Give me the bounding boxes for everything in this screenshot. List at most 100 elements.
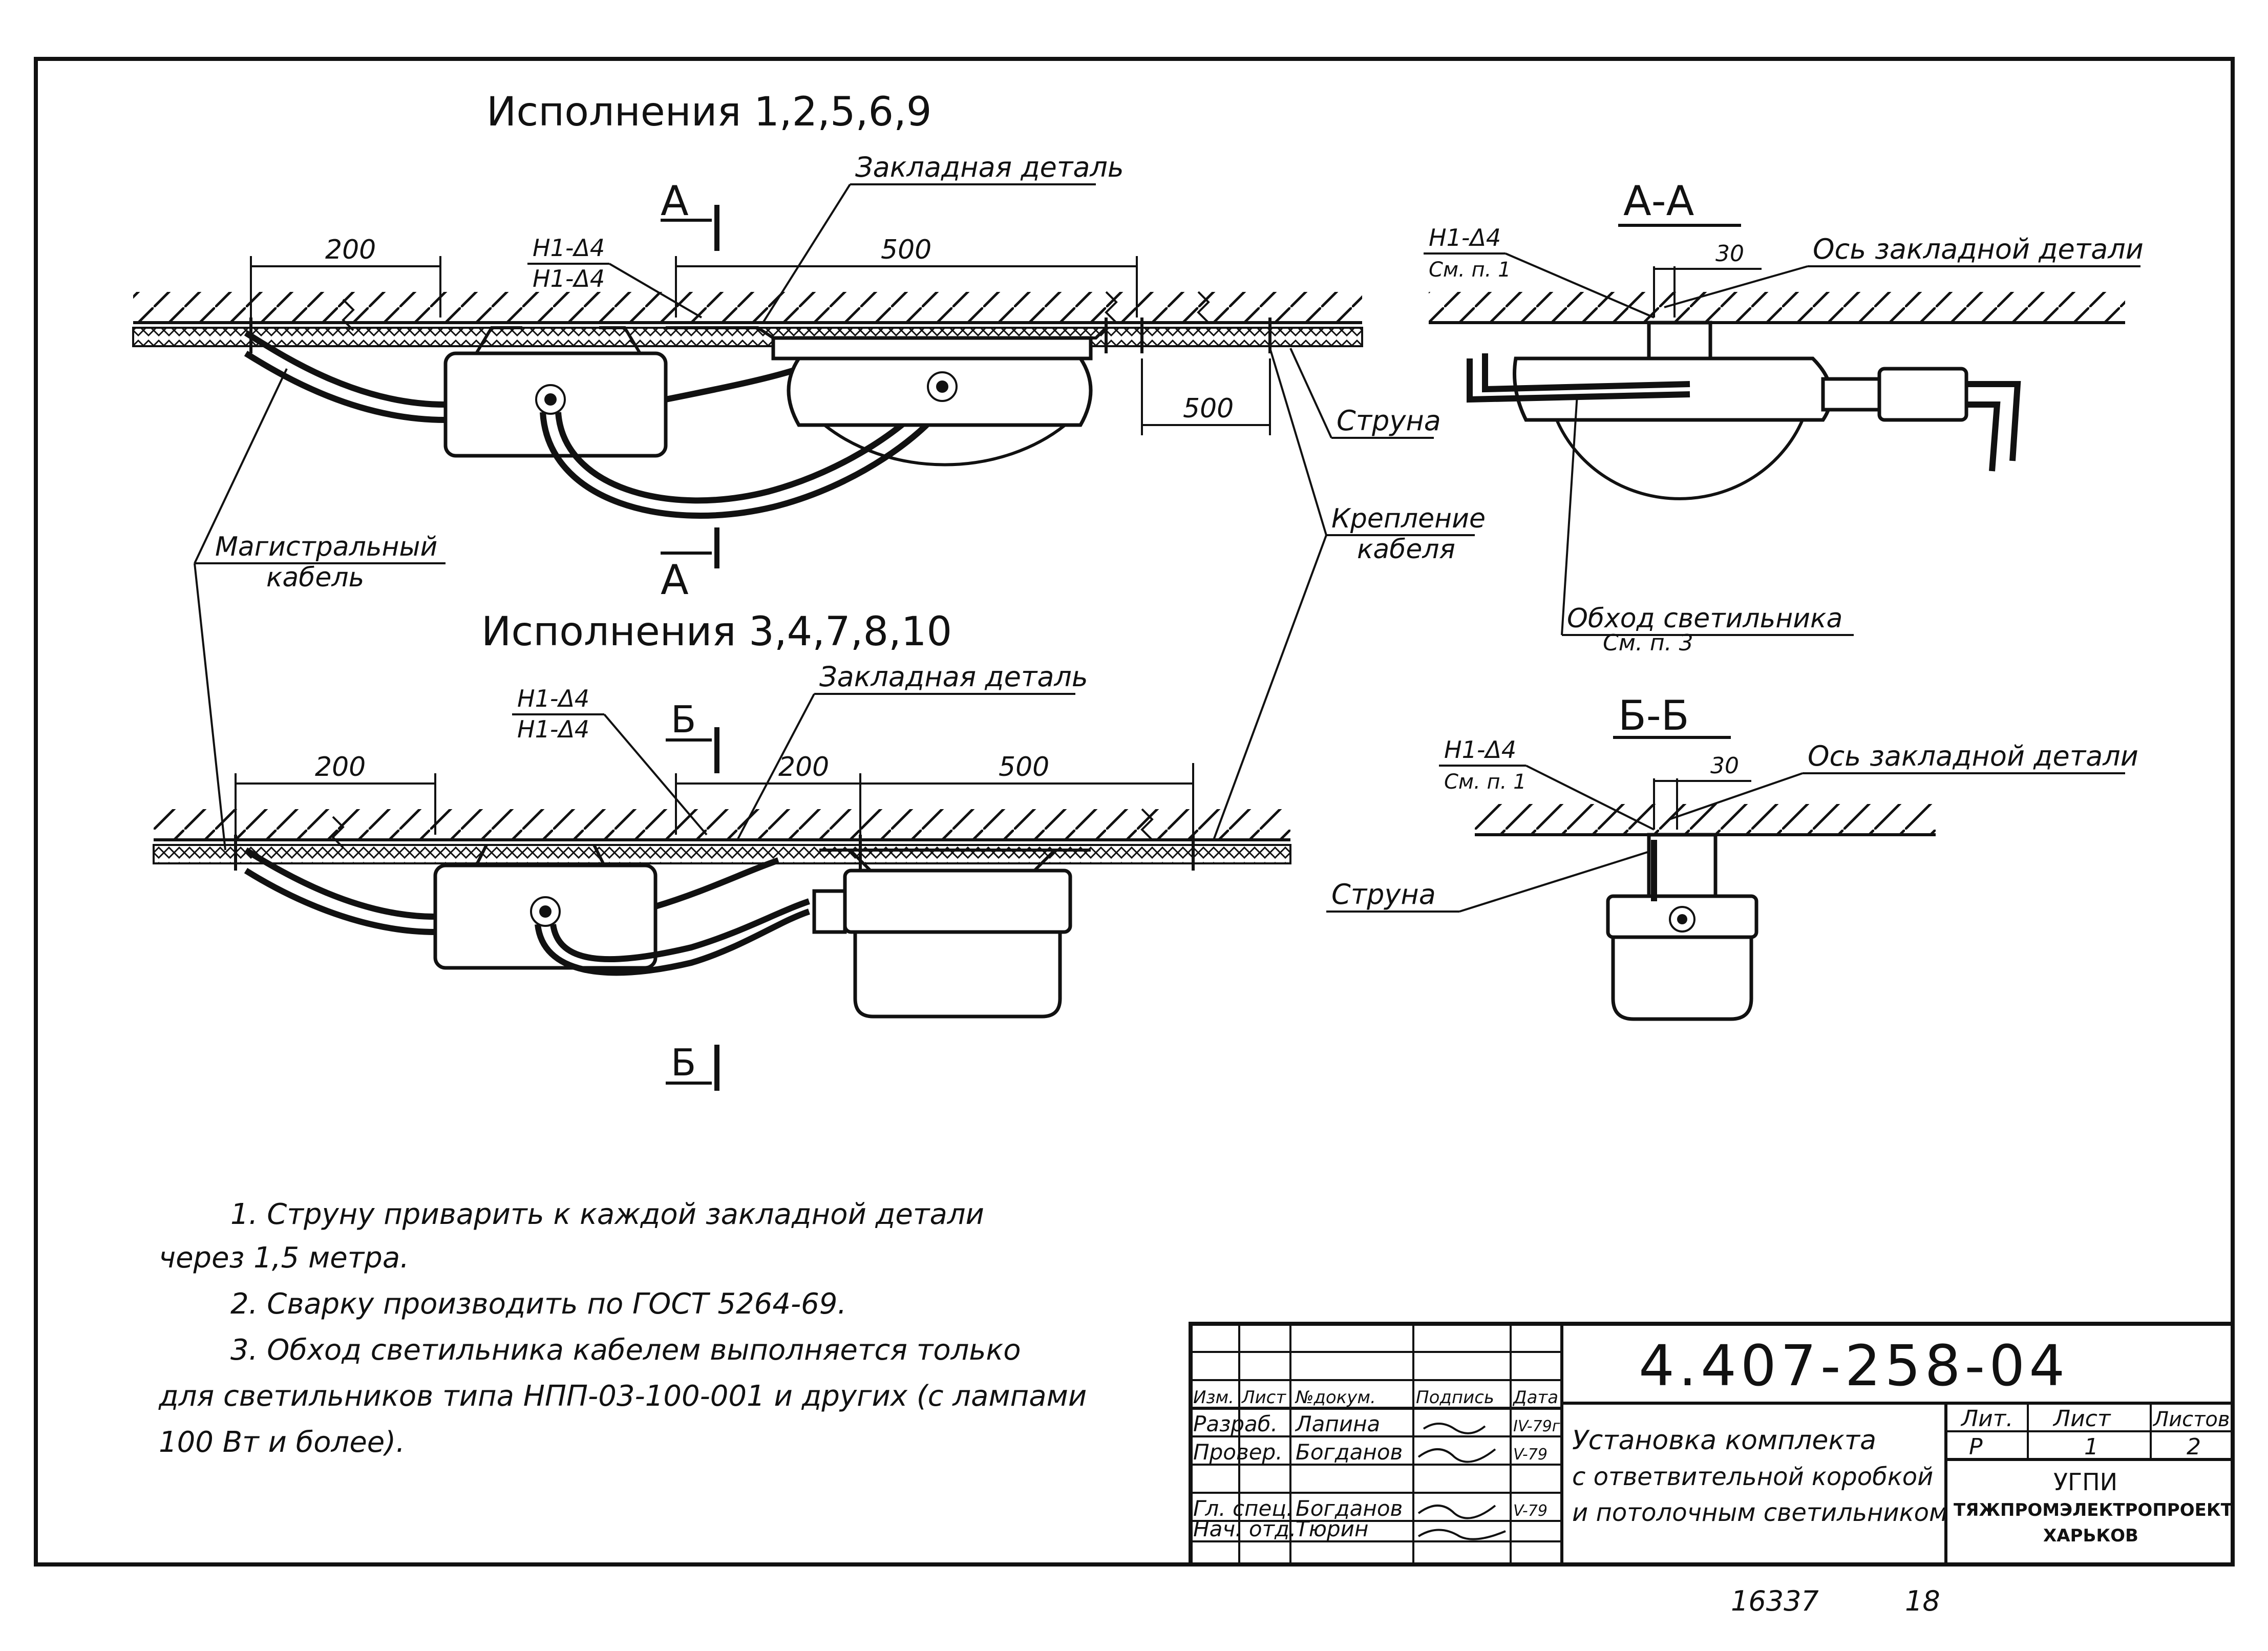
svg-text:ХАРЬКОВ: ХАРЬКОВ: [2043, 1526, 2138, 1546]
footer-page: 18: [1905, 1585, 1940, 1617]
svg-text:Закладная деталь: Закладная деталь: [855, 151, 1124, 183]
svg-text:Б: Б: [671, 698, 696, 741]
top-section-a-marker: А А: [661, 177, 719, 604]
svg-text:ТЯЖПРОМЭЛЕКТРОПРОЕКТ: ТЯЖПРОМЭЛЕКТРОПРОЕКТ: [1954, 1500, 2233, 1520]
svg-text:Крепление: Крепление: [1331, 503, 1486, 534]
section-aa-luminaire: [1467, 321, 2021, 500]
bottom-weld-mark: Н1-Δ4 Н1-Δ4: [512, 685, 708, 836]
svg-text:Лист: Лист: [2052, 1406, 2111, 1432]
svg-text:и потолочным светильником: и потолочным светильником: [1572, 1498, 1947, 1527]
top-ceiling: [133, 292, 1362, 324]
svg-text:Лапина: Лапина: [1295, 1411, 1380, 1436]
svg-text:Б: Б: [671, 1041, 696, 1084]
svg-text:1: 1: [2084, 1434, 2099, 1460]
section-bb-luminaire: [1606, 833, 1758, 1021]
svg-text:Тюрин: Тюрин: [1296, 1516, 1368, 1541]
top-view-title: Исполнения 1,2,5,6,9: [486, 89, 932, 135]
svg-text:А: А: [661, 556, 689, 604]
top-box-gland-icon: [535, 384, 566, 415]
svg-text:Струна: Струна: [1331, 878, 1436, 911]
svg-text:Ось закладной детали: Ось закладной детали: [1813, 233, 2144, 265]
section-bb-weld-mark: Н1-Δ4 См. п. 1: [1439, 736, 1655, 831]
note-line: 100 Вт и более).: [159, 1426, 405, 1459]
svg-text:кабеля: кабеля: [1357, 534, 1455, 565]
bottom-embedded-part-label: Закладная деталь: [736, 661, 1088, 840]
bottom-cable-clamps: [234, 835, 1195, 871]
section-aa-dim-30: 30: [1653, 241, 1762, 318]
section-bb-title: Б-Б: [1618, 692, 1689, 739]
svg-text:Н1-Δ4: Н1-Δ4: [1429, 224, 1501, 251]
bottom-section-b-marker: Б Б: [666, 698, 719, 1091]
section-bb-dim-30: 30: [1653, 753, 1751, 830]
svg-text:См. п. 1: См. п. 1: [1444, 770, 1527, 794]
svg-text:200: 200: [325, 235, 376, 265]
svg-text:А: А: [661, 177, 689, 225]
cable-mount-label: Крепление кабеля: [1213, 348, 1486, 840]
svg-text:Листов: Листов: [2152, 1408, 2230, 1431]
svg-text:500: 500: [1183, 393, 1234, 424]
svg-text:Струна: Струна: [1337, 405, 1441, 437]
svg-text:Н1-Δ4: Н1-Δ4: [533, 234, 605, 262]
svg-text:Подпись: Подпись: [1416, 1387, 1494, 1408]
section-aa-ceiling: [1429, 292, 2125, 324]
drawing-title: Установка комплекта: [1572, 1425, 1876, 1456]
svg-text:Н1-Δ4: Н1-Δ4: [517, 685, 589, 712]
svg-text:V-79: V-79: [1513, 1446, 1548, 1464]
note-line: через 1,5 метра.: [159, 1241, 409, 1275]
bottom-main-cable: [153, 844, 1291, 864]
svg-text:IV-79г: IV-79г: [1513, 1417, 1560, 1435]
svg-text:V-79: V-79: [1513, 1502, 1548, 1520]
svg-text:Лит.: Лит.: [1960, 1406, 2013, 1432]
section-aa-bypass-label: Обход светильника См. п. 3: [1561, 394, 1854, 656]
svg-text:Обход светильника: Обход светильника: [1567, 603, 1842, 634]
svg-text:Нач. отд.: Нач. отд.: [1193, 1516, 1296, 1541]
title-block: Изм. Лист №докум. Подпись Дата Разраб. Л…: [1189, 1322, 2235, 1567]
section-aa-axis-label: Ось закладной детали: [1664, 233, 2144, 308]
bottom-dim-500: 500: [860, 752, 1194, 835]
svg-text:кабель: кабель: [266, 562, 364, 593]
top-weld-mark: Н1-Δ4 Н1-Δ4: [527, 234, 703, 319]
svg-text:Н1-Δ4: Н1-Δ4: [533, 265, 605, 292]
svg-text:с ответвительной коробкой: с ответвительной коробкой: [1572, 1463, 1933, 1491]
note-line: 2. Сварку производить по ГОСТ 5264-69.: [230, 1287, 846, 1321]
svg-text:2: 2: [2187, 1434, 2201, 1460]
svg-text:См. п. 3: См. п. 3: [1603, 630, 1693, 656]
svg-text:Изм.: Изм.: [1193, 1387, 1234, 1408]
svg-text:Богданов: Богданов: [1296, 1496, 1403, 1521]
svg-text:30: 30: [1710, 753, 1739, 779]
top-cable-clamps: [249, 318, 1271, 353]
svg-text:Магистральный: Магистральный: [215, 532, 437, 562]
bottom-string-label: Струна: [1326, 849, 1655, 913]
svg-text:Ось закладной детали: Ось закладной детали: [1808, 740, 2138, 772]
top-main-cable: [132, 327, 1363, 347]
svg-text:500: 500: [881, 235, 931, 265]
note-line: 3. Обход светильника кабелем выполняется…: [230, 1334, 1021, 1367]
svg-text:500: 500: [999, 752, 1049, 782]
svg-text:30: 30: [1715, 241, 1744, 267]
svg-text:Дата: Дата: [1512, 1387, 1558, 1408]
svg-text:№докум.: №докум.: [1295, 1387, 1376, 1408]
svg-text:См. п. 1: См. п. 1: [1429, 258, 1511, 282]
top-string-label: Струна: [1289, 348, 1441, 439]
svg-text:Н1-Δ4: Н1-Δ4: [517, 715, 589, 743]
bottom-ceiling: [154, 809, 1290, 841]
footer-number: 16337: [1731, 1585, 1819, 1617]
svg-text:Провер.: Провер.: [1193, 1440, 1283, 1465]
section-aa-title: А-А: [1623, 177, 1694, 225]
note-line: 1. Струну приварить к каждой закладной д…: [230, 1198, 984, 1231]
top-ceiling-luminaire: [771, 336, 1093, 467]
top-embedded-part-label: Закладная деталь: [762, 151, 1124, 324]
doc-number: 4.407-258-04: [1639, 1333, 2069, 1399]
section-bb-axis-label: Ось закладной детали: [1669, 740, 2138, 820]
bottom-ceiling-luminaire: [812, 849, 1091, 1019]
svg-text:200: 200: [315, 752, 366, 782]
bottom-view-title: Исполнения 3,4,7,8,10: [481, 609, 952, 655]
sheet-frame: [34, 57, 2235, 1567]
section-bb-ceiling: [1475, 804, 1936, 836]
top-dim-500: 500: [675, 235, 1138, 318]
svg-text:Закладная деталь: Закладная деталь: [819, 661, 1088, 693]
svg-text:Н1-Δ4: Н1-Δ4: [1444, 736, 1516, 764]
top-junction-box: [443, 351, 668, 458]
svg-text:Богданов: Богданов: [1296, 1440, 1403, 1465]
